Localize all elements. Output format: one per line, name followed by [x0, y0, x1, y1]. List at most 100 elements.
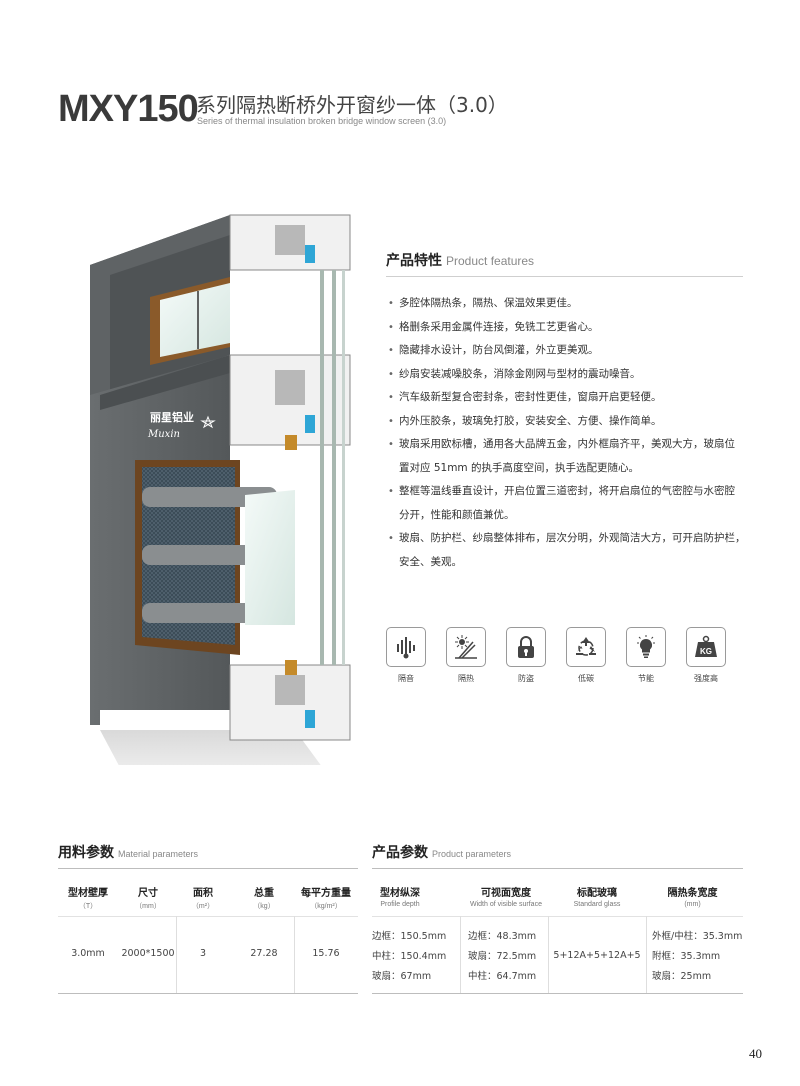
feature-item: 隐藏排水设计，防台风倒灌，外立更美观。 — [386, 339, 746, 363]
feature-item: 纱扇安装减噪胶条，消除金刚网与型材的震动噪音。 — [386, 363, 746, 387]
material-header-cell: 型材壁厚 （T） — [58, 884, 118, 911]
energy-saving-icon — [626, 627, 666, 667]
material-params-title-cn: 用料参数 — [58, 845, 114, 861]
heat-insulation-icon — [446, 627, 486, 667]
header-cn: 型材纵深 — [380, 888, 420, 899]
header-en: (mm) — [684, 901, 701, 908]
material-params-table: 型材壁厚 （T） 尺寸 （mm） 面积 （m²） 总重 （kg） 每平方重量 （… — [58, 868, 358, 994]
product-params-title-cn: 产品参数 — [372, 845, 428, 861]
product-cell: 外框/中柱：35.3mm — [652, 931, 743, 942]
material-table-bottom-line — [58, 993, 358, 994]
page-title-en: Series of thermal insulation broken brid… — [197, 116, 447, 126]
header-cn: 可视面宽度 — [481, 888, 531, 899]
column-divider — [176, 916, 177, 994]
feature-item: 内外压胶条，玻璃免打胶，安装安全、方便、操作简单。 — [386, 410, 746, 434]
soundproof-icon — [386, 627, 426, 667]
header-cn: 标配玻璃 — [577, 888, 617, 899]
anti-theft-icon — [506, 627, 546, 667]
product-header-cell: 型材纵深 Profile depth — [372, 884, 428, 908]
feature-item: 多腔体隔热条，隔热、保温效果更佳。 — [386, 292, 746, 316]
header-cn: 总重 — [254, 888, 274, 899]
feature-item: 玻扇采用欧标槽，通用各大品牌五金，内外框扇齐平，美观大方，玻扇位 — [386, 433, 746, 457]
feature-item-continued: 安全、美观。 — [399, 555, 462, 568]
column-divider — [294, 916, 295, 994]
brand-logo-en: Muxin — [147, 429, 180, 440]
product-cell: 中柱：150.4mm — [372, 951, 447, 962]
product-header-cell: 可视面宽度 Width of visible surface — [456, 884, 556, 908]
material-cell: 3 — [199, 948, 207, 959]
header-en: （m²） — [191, 903, 215, 910]
header-en: （mm） — [135, 903, 161, 910]
features-list: 多腔体隔热条，隔热、保温效果更佳。 格删条采用金属件连接，免铣工艺更省心。 隐藏… — [386, 292, 746, 574]
page-title-cn: 系列隔热断桥外开窗纱一体（3.0） — [196, 93, 508, 117]
header-cn: 每平方重量 — [301, 888, 351, 899]
header-cn: 型材壁厚 — [68, 888, 108, 899]
material-header-cell: 总重 （kg） — [234, 884, 294, 911]
product-params-table: 型材纵深 Profile depth 可视面宽度 Width of visibl… — [372, 868, 743, 994]
product-table-mid-line — [372, 916, 743, 917]
strength-icon: KG — [686, 627, 726, 667]
product-model: MXY150 — [58, 88, 199, 130]
header-en: （kg） — [253, 903, 275, 910]
features-title-en: Product features — [446, 254, 535, 268]
header-en: Profile depth — [380, 901, 420, 908]
header-en: （T） — [78, 903, 98, 910]
icon-label: 隔热 — [458, 674, 474, 683]
material-cell: 3.0mm — [71, 948, 105, 959]
feature-item-continued: 分开，性能和颜值兼优。 — [399, 508, 515, 521]
product-cell: 5+12A+5+12A+5 — [553, 950, 641, 961]
icon-label: 强度高 — [694, 674, 718, 683]
feature-item: 整框等温线垂直设计，开启位置三道密封，将开启扇位的气密腔与水密腔 — [386, 480, 746, 504]
icon-label: 防盗 — [518, 674, 534, 683]
features-divider — [386, 276, 743, 277]
material-header-cell: 每平方重量 （kg/m²） — [294, 884, 358, 911]
icon-item-strength: KG 强度高 — [686, 627, 726, 684]
product-cell: 玻扇：67mm — [372, 971, 432, 982]
product-params-title-en: Product parameters — [432, 849, 512, 859]
column-divider — [646, 916, 647, 994]
kg-badge-text: KG — [700, 647, 712, 656]
product-header-cell: 隔热条宽度 (mm) — [642, 884, 743, 908]
product-cell: 玻扇：25mm — [652, 971, 712, 982]
page-number: 40 — [749, 1046, 762, 1061]
material-params-title-en: Material parameters — [118, 849, 199, 859]
material-header-cell: 尺寸 （mm） — [118, 884, 178, 911]
product-cell: 中柱：64.7mm — [468, 971, 537, 982]
brand-logo-cn: 丽星铝业 — [150, 410, 194, 424]
header-cn: 尺寸 — [138, 888, 158, 899]
header-en: Width of visible surface — [470, 901, 542, 908]
column-divider — [548, 916, 549, 994]
feature-icons-row: 隔音 隔热 防盗 — [386, 627, 746, 687]
material-header-cell: 面积 （m²） — [178, 884, 228, 911]
feature-item-continued: 置对应 51mm 的执手高度空间，执手选配更随心。 — [399, 461, 639, 474]
feature-item: 玻扇、防护栏、纱扇整体排布，层次分明，外观简洁大方，可开启防护栏， — [386, 527, 746, 551]
low-carbon-icon — [566, 627, 606, 667]
icon-item-heat-insulation: 隔热 — [446, 627, 486, 684]
product-cell: 附框：35.3mm — [652, 951, 721, 962]
header-en: （kg/m²） — [310, 903, 342, 910]
material-cell: 15.76 — [312, 948, 340, 959]
header-cn: 面积 — [193, 888, 213, 899]
icon-item-low-carbon: 低碳 — [566, 627, 606, 684]
header-cn: 隔热条宽度 — [667, 888, 718, 899]
header-en: Standard glass — [573, 901, 621, 908]
material-table-top-line — [58, 868, 358, 869]
window-profile-illustration: 丽星铝业 Muxin — [90, 214, 351, 765]
product-params-heading: 产品参数 Product parameters — [372, 842, 511, 862]
icon-item-energy-saving: 节能 — [626, 627, 666, 684]
material-table-mid-line — [58, 916, 358, 917]
column-divider — [460, 916, 461, 994]
product-cell: 边框：48.3mm — [468, 931, 537, 942]
icon-item-soundproof: 隔音 — [386, 627, 426, 684]
material-cell: 2000*1500 — [121, 948, 175, 959]
feature-item: 汽车级新型复合密封条，密封性更佳，窗扇开启更轻便。 — [386, 386, 746, 410]
icon-label: 节能 — [638, 674, 654, 683]
material-params-heading: 用料参数 Material parameters — [58, 842, 198, 862]
material-cell: 27.28 — [250, 948, 278, 959]
product-cell: 玻扇：72.5mm — [468, 951, 537, 962]
product-cell: 边框：150.5mm — [372, 931, 447, 942]
product-table-bottom-line — [372, 993, 743, 994]
icon-item-anti-theft: 防盗 — [506, 627, 546, 684]
product-header-cell: 标配玻璃 Standard glass — [552, 884, 642, 908]
